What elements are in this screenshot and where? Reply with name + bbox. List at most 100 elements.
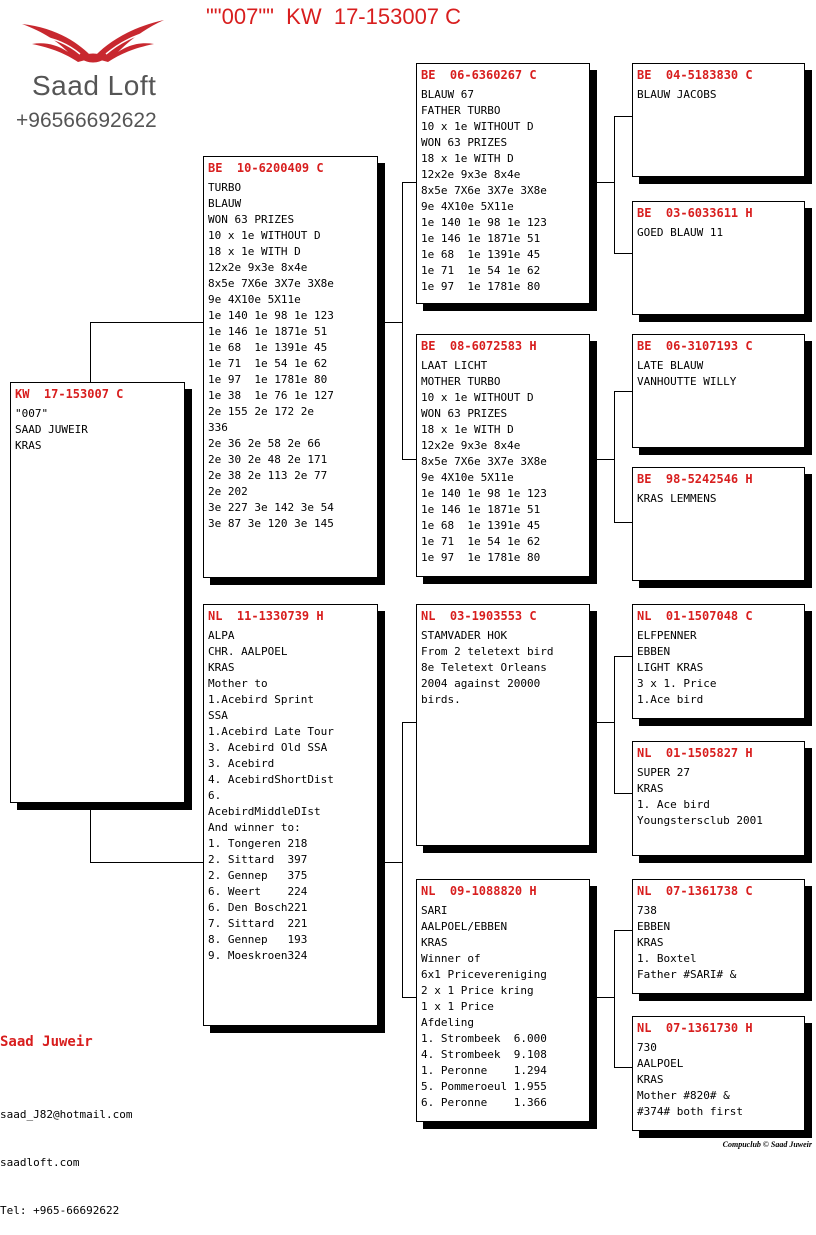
- pigeon-info-line: AALPOEL/EBBEN: [421, 920, 508, 933]
- pigeon-info-line: 5. Pommeroeul 1.955: [421, 1080, 547, 1093]
- ring-number: BE 10-6200409 C: [208, 161, 324, 175]
- pigeon-info-line: Winner of: [421, 952, 481, 965]
- connector-line: [402, 722, 416, 723]
- contact-website[interactable]: saadloft.com: [0, 1156, 80, 1169]
- pigeon-info-line: LAAT LICHT: [421, 359, 488, 372]
- ring-number: BE 06-3107193 C: [637, 339, 753, 353]
- pigeon-info-line: 2e 155 2e 172 2e: [208, 405, 314, 418]
- pigeon-info-line: 1e 146 1e 1871e 51: [421, 232, 541, 245]
- pigeon-info-line: Youngstersclub 2001: [637, 814, 763, 827]
- pigeon-info-line: KRAS: [637, 782, 664, 795]
- pigeon-info-line: 1e 146 1e 1871e 51: [208, 325, 328, 338]
- connector-line: [614, 116, 632, 117]
- pigeon-card-ggp-1[interactable]: BE 04-5183830 C BLAUW JACOBS: [632, 63, 805, 177]
- ring-number: KW 17-153007 C: [15, 387, 124, 401]
- pigeon-info-line: 1e 97 1e 1781e 80: [208, 373, 328, 386]
- pigeon-info-line: SUPER 27: [637, 766, 690, 779]
- ring-number: BE 06-6360267 C: [421, 68, 537, 82]
- pigeon-info-line: 9e 4X10e 5X11e: [421, 200, 514, 213]
- pigeon-info-line: 8x5e 7X6e 3X7e 3X8e: [208, 277, 334, 290]
- connector-line: [384, 862, 402, 863]
- pigeon-info-line: 1e 97 1e 1781e 80: [421, 551, 541, 564]
- pigeon-info-line: 1e 140 1e 98 1e 123: [421, 216, 547, 229]
- pigeon-info-line: 6. Den Bosch221: [208, 901, 308, 914]
- ring-number: NL 07-1361738 C: [637, 884, 753, 898]
- pigeon-info-line: 1 x 1 Price: [421, 1000, 494, 1013]
- pigeon-info-line: 2 x 1 Price kring: [421, 984, 534, 997]
- pigeon-info-line: EBBEN: [637, 920, 671, 933]
- pigeon-info-line: 1e 68 1e 1391e 45: [421, 248, 541, 261]
- connector-line: [614, 116, 615, 254]
- pigeon-info-line: AALPOEL: [637, 1057, 684, 1070]
- pigeon-info-line: 12x2e 9x3e 8x4e: [421, 168, 521, 181]
- pigeon-info-line: 6. Weert 224: [208, 885, 308, 898]
- contact-phone: Tel: +965-66692622: [0, 1204, 120, 1217]
- pigeon-info-line: STAMVADER HOK: [421, 629, 508, 642]
- pigeon-info-line: 6. Peronne 1.366: [421, 1096, 547, 1109]
- pigeon-info-line: 1e 68 1e 1391e 45: [208, 341, 328, 354]
- pigeon-info-line: 3e 227 3e 142 3e 54: [208, 501, 334, 514]
- pigeon-info-line: ELFPENNER: [637, 629, 697, 642]
- ring-number: NL 01-1507048 C: [637, 609, 753, 623]
- ring-number: NL 11-1330739 H: [208, 609, 324, 623]
- pigeon-info-line: 12x2e 9x3e 8x4e: [421, 439, 521, 452]
- connector-line: [614, 930, 632, 931]
- pigeon-info-line: 1e 140 1e 98 1e 123: [208, 309, 334, 322]
- pigeon-info-line: WON 63 PRIZES: [421, 407, 508, 420]
- ring-number: NL 01-1505827 H: [637, 746, 753, 760]
- pigeon-info-line: 10 x 1e WITHOUT D: [421, 391, 534, 404]
- pigeon-info-line: 3. Acebird Old SSA: [208, 741, 328, 754]
- pigeon-info-line: 336: [208, 421, 228, 434]
- pigeon-info-line: 1. Tongeren 218: [208, 837, 308, 850]
- connector-line: [402, 722, 403, 998]
- ring-number: NL 03-1903553 C: [421, 609, 537, 623]
- connector-line: [596, 722, 614, 723]
- owner-name: Saad Juweir: [0, 1034, 93, 1050]
- pigeon-info-line: 738: [637, 904, 657, 917]
- connector-line: [596, 997, 614, 998]
- connector-line: [90, 322, 91, 384]
- pigeon-info-line: BLAUW JACOBS: [637, 88, 717, 101]
- pigeon-info-line: 10 x 1e WITHOUT D: [208, 229, 321, 242]
- pigeon-card-dam-sire[interactable]: NL 03-1903553 C STAMVADER HOK From 2 telet…: [416, 604, 590, 846]
- bird-logo-icon: [22, 20, 164, 63]
- ring-number: BE 04-5183830 C: [637, 68, 753, 82]
- pigeon-info-line: KRAS: [421, 936, 448, 949]
- owner-contact: saad_J82@hotmail.com saadloft.com Tel: +…: [0, 1075, 132, 1235]
- pigeon-info-line: LIGHT KRAS: [637, 661, 704, 674]
- contact-email[interactable]: saad_J82@hotmail.com: [0, 1108, 133, 1121]
- pigeon-info-line: And winner to:: [208, 821, 301, 834]
- pigeon-info-line: 7. Sittard 221: [208, 917, 308, 930]
- connector-line: [384, 322, 402, 323]
- pigeon-info-line: VANHOUTTE WILLY: [637, 375, 737, 388]
- connector-line: [614, 793, 632, 794]
- pigeon-info-line: 2e 38 2e 113 2e 77: [208, 469, 328, 482]
- logo-brand: Saad Loft: [32, 70, 157, 101]
- pigeon-info-line: KRAS: [15, 439, 42, 452]
- pigeon-info-line: 1. Peronne 1.294: [421, 1064, 547, 1077]
- pigeon-info-line: 4. AcebirdShortDist: [208, 773, 334, 786]
- pigeon-info-line: 2. Gennep 375: [208, 869, 308, 882]
- pigeon-info-line: From 2 teletext bird: [421, 645, 554, 658]
- pigeon-info-line: 1e 146 1e 1871e 51: [421, 503, 541, 516]
- pigeon-info-line: Father #SARI# &: [637, 968, 737, 981]
- connector-line: [596, 459, 614, 460]
- pigeon-info-line: 2004 against 20000: [421, 677, 541, 690]
- pigeon-info-line: 4. Strombeek 9.108: [421, 1048, 547, 1061]
- pigeon-info-line: WON 63 PRIZES: [421, 136, 508, 149]
- connector-line: [614, 656, 615, 794]
- pigeon-info-line: 18 x 1e WITH D: [421, 152, 514, 165]
